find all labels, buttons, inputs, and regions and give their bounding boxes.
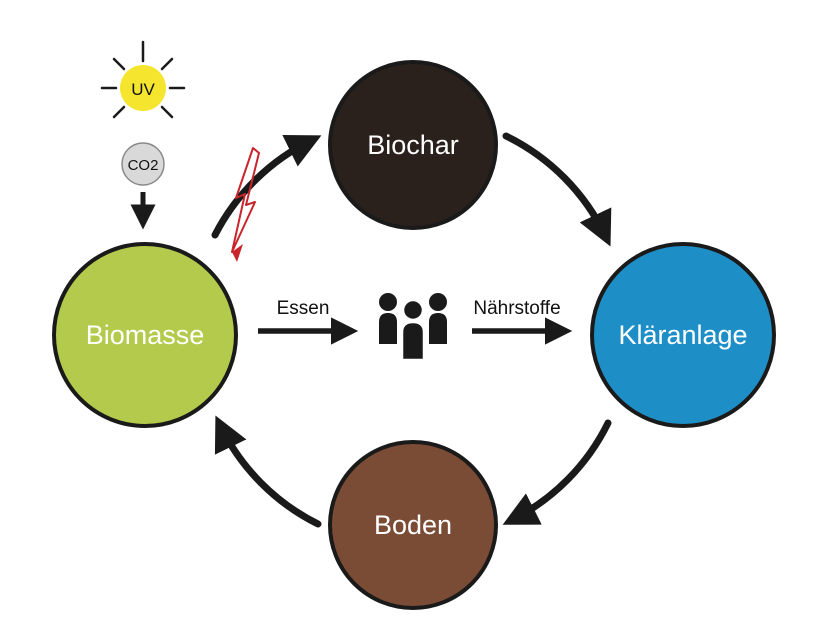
arrow-klaeranlage-to-boden [502,419,612,525]
co2-label: CO2 [128,157,159,174]
biomasse-label: Biomasse [86,320,205,350]
arrow-biomasse-to-biochar [211,135,322,239]
biochar-label: Biochar [367,130,459,160]
cycle-arrows [211,132,612,528]
node-boden: Boden [328,440,498,610]
boden-label: Boden [374,510,452,540]
node-biochar: Biochar [328,60,498,230]
klaeranlage-label: Kläranlage [618,320,747,350]
boden-circle [328,440,498,610]
sun-circle [120,65,166,111]
uv-label: UV [131,80,155,99]
biochar-circle [328,60,498,230]
node-klaeranlage: Kläranlage [590,242,776,428]
lightning-icon [231,147,260,262]
naehrstoffe-label: Nährstoffe [473,298,560,319]
arrow-boden-to-biomasse [214,415,322,528]
klaeranlage-circle [590,242,776,428]
people-icon [379,293,447,362]
node-biomasse: Biomasse [52,242,238,428]
essen-label: Essen [277,298,330,319]
arrow-biochar-to-klaeranlage [502,132,612,247]
co2-icon: CO2 [121,142,165,186]
co2-circle [121,142,165,186]
biomasse-circle [52,242,238,428]
sun-icon: UV [100,40,186,119]
